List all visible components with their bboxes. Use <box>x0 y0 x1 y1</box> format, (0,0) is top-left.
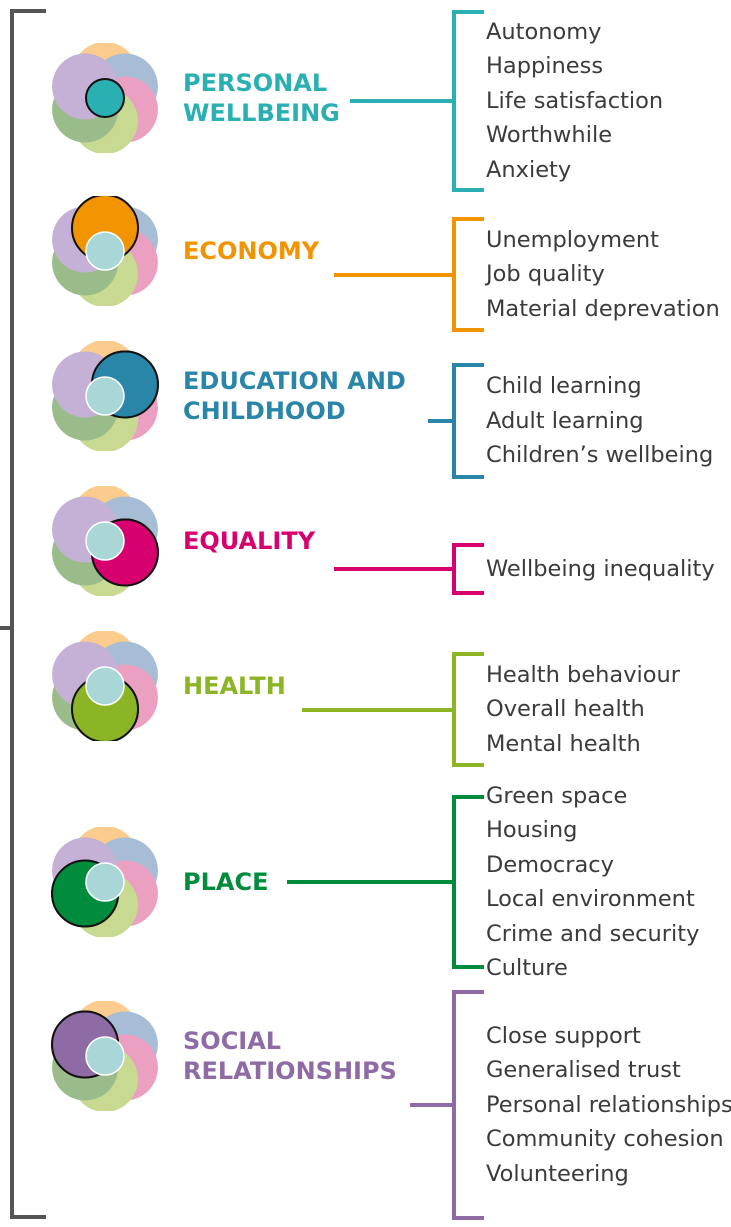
connector-line <box>410 1103 452 1107</box>
indicator-item: Autonomy <box>486 18 602 45</box>
connector-line <box>302 707 452 712</box>
indicator-item: Wellbeing inequality <box>486 555 715 582</box>
petal-center <box>85 521 125 561</box>
item-bracket <box>452 217 456 332</box>
indicator-item: Life satisfaction <box>486 87 664 114</box>
flower-icon <box>51 1001 158 1111</box>
item-bracket-top <box>452 363 484 367</box>
indicator-item: Culture <box>486 955 568 981</box>
category-label: EDUCATION AND CHILDHOOD <box>183 367 406 425</box>
connector-line <box>287 880 452 884</box>
indicator-item: Local environment <box>486 886 695 912</box>
indicator-item: Green space <box>486 782 628 809</box>
item-bracket-bottom <box>452 591 484 595</box>
petal-center <box>85 1036 125 1076</box>
category-label: EQUALITY <box>183 527 316 555</box>
category-label: PLACE <box>183 868 269 896</box>
petal-center <box>85 666 125 706</box>
indicator-item: Democracy <box>486 851 614 878</box>
category-label: SOCIAL RELATIONSHIPS <box>183 1027 397 1085</box>
item-bracket-top <box>452 795 484 799</box>
indicator-item: Material deprevation <box>486 295 720 322</box>
connector-line <box>334 567 452 571</box>
flower-icon <box>52 196 158 306</box>
item-bracket <box>452 363 456 479</box>
item-bracket <box>452 652 456 767</box>
indicator-item: Overall health <box>486 696 645 723</box>
main-bracket-top <box>10 9 46 13</box>
flower-icon <box>52 486 159 596</box>
indicator-item: Adult learning <box>486 407 644 434</box>
flower-icon <box>52 43 158 153</box>
flower-icon <box>52 341 159 451</box>
petal-center <box>85 862 125 902</box>
item-bracket-bottom <box>452 965 484 969</box>
indicator-item: Crime and security <box>486 920 700 947</box>
item-bracket-top <box>452 217 484 221</box>
connector-line <box>428 419 452 423</box>
indicator-item: Unemployment <box>486 226 659 253</box>
item-bracket-bottom <box>452 1216 484 1220</box>
connector-line <box>350 99 452 103</box>
petal-center <box>85 231 125 271</box>
flower-icon <box>52 631 158 741</box>
item-bracket-top <box>452 990 484 994</box>
main-bracket-tick <box>0 626 12 630</box>
item-bracket-bottom <box>452 475 484 479</box>
item-bracket-top <box>452 652 484 656</box>
indicator-item: Job quality <box>486 261 605 288</box>
petal-center <box>85 78 125 118</box>
category-label: PERSONAL WELLBEING <box>183 69 340 127</box>
flower-icon <box>51 827 158 937</box>
connector-line <box>334 272 452 277</box>
petal-center <box>85 376 125 416</box>
main-bracket <box>10 9 14 1219</box>
indicator-item: Housing <box>486 817 578 843</box>
item-bracket-bottom <box>452 328 484 332</box>
indicator-item: Community cohesion <box>486 1126 724 1153</box>
indicator-item: Generalised trust <box>486 1057 681 1084</box>
indicator-item: Health behaviour <box>486 661 681 688</box>
item-bracket-bottom <box>452 763 484 767</box>
item-bracket-top <box>452 10 484 14</box>
item-bracket-top <box>452 543 484 547</box>
category-label: ECONOMY <box>183 237 320 265</box>
indicator-item: Close support <box>486 1022 641 1049</box>
indicator-item: Child learning <box>486 373 642 400</box>
indicator-item: Children’s wellbeing <box>486 442 714 469</box>
indicator-item: Worthwhile <box>486 122 613 149</box>
indicator-item: Personal relationships <box>486 1091 731 1118</box>
item-bracket <box>452 795 456 969</box>
main-bracket-bottom <box>10 1215 46 1219</box>
indicator-item: Mental health <box>486 730 641 757</box>
item-bracket-bottom <box>452 188 484 192</box>
indicator-item: Happiness <box>486 53 604 80</box>
item-bracket <box>452 543 456 595</box>
indicator-list: Wellbeing inequality <box>486 552 715 587</box>
item-bracket <box>452 10 456 192</box>
category-label: HEALTH <box>183 672 286 700</box>
indicator-item: Anxiety <box>486 156 572 183</box>
item-bracket <box>452 990 456 1220</box>
indicator-item: Volunteering <box>486 1160 629 1187</box>
